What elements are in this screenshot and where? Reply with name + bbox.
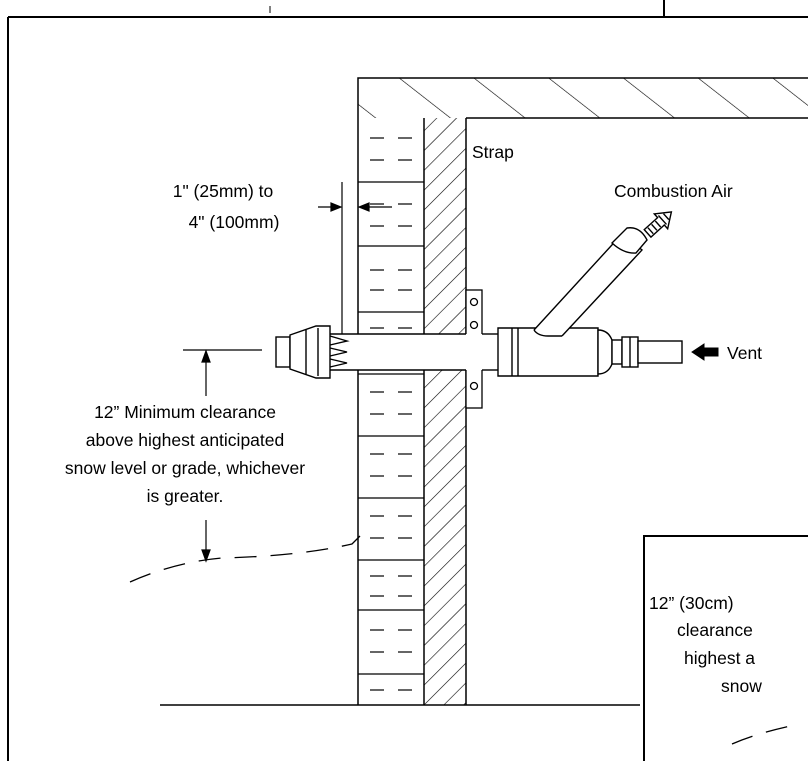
combustion-air-label: Combustion Air — [614, 181, 733, 201]
gap-label-line1: 1" (25mm) to — [173, 181, 274, 201]
reducer — [597, 329, 613, 375]
inset-detail-box — [643, 535, 808, 761]
clearance-label-line3: snow level or grade, whichever — [65, 458, 305, 478]
y-fitting — [497, 327, 599, 377]
combustion-air-collar — [610, 227, 648, 254]
gap-label-line2: 4" (100mm) — [189, 212, 280, 232]
clearance-label-line2: above highest anticipated — [86, 430, 284, 450]
roof-slab — [357, 77, 808, 119]
strap-label: Strap — [472, 142, 514, 162]
gap-dimension — [318, 182, 392, 334]
vent-arrow — [691, 343, 719, 361]
snow-level-curve — [129, 535, 361, 583]
combustion-air-arrow — [643, 211, 673, 239]
vent-label: Vent — [727, 343, 762, 363]
clearance-dimension — [183, 349, 262, 563]
exterior-wall — [357, 118, 467, 705]
vent-pipe-assembly — [275, 227, 683, 379]
clearance-label-line4: is greater. — [147, 486, 224, 506]
inset-label-line2: clearance — [677, 620, 753, 640]
inset-label-line1: 12” (30cm) — [649, 593, 734, 613]
inset-snow-curve — [731, 723, 801, 745]
clearance-label-line1: 12” Minimum clearance — [94, 402, 276, 422]
page-frame — [7, 0, 808, 761]
brick-joints — [358, 181, 424, 675]
brick-dash-marks — [370, 137, 412, 691]
inset-label-line3: highest a — [684, 648, 755, 668]
inset-label-line4: snow — [721, 676, 762, 696]
termination-cap — [275, 325, 350, 379]
